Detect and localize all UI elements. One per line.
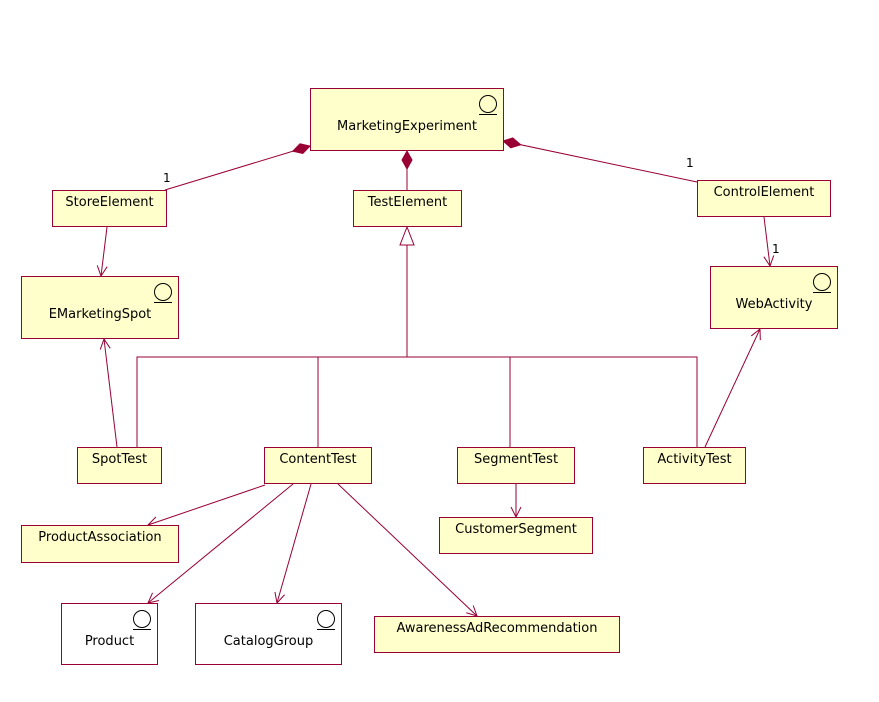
class-name: ProductAssociation: [38, 530, 162, 545]
multiplicity-store-element: 1: [163, 171, 171, 185]
class-web-activity[interactable]: WebActivity: [710, 266, 838, 329]
entity-icon: [813, 273, 831, 293]
class-segment-test[interactable]: SegmentTest: [457, 447, 575, 484]
entity-icon: [154, 283, 172, 303]
class-product[interactable]: Product: [61, 603, 158, 665]
entity-icon: [317, 610, 335, 630]
class-product-association[interactable]: ProductAssociation: [21, 525, 179, 563]
class-name: CatalogGroup: [223, 634, 314, 649]
class-marketing-experiment[interactable]: MarketingExperiment: [310, 88, 504, 151]
entity-icon: [479, 95, 497, 115]
class-control-element[interactable]: ControlElement: [697, 180, 831, 217]
class-name: ControlElement: [713, 185, 815, 200]
class-name: ActivityTest: [657, 452, 732, 467]
assoc-control-to-webactivity: [764, 216, 770, 266]
class-store-element[interactable]: StoreElement: [52, 190, 167, 227]
assoc-contenttest-to-productassociation: [148, 484, 266, 525]
class-test-element[interactable]: TestElement: [353, 190, 462, 227]
class-name: EMarketingSpot: [48, 307, 152, 322]
assoc-spottest-to-spot: [104, 339, 118, 448]
class-content-test[interactable]: ContentTest: [264, 447, 372, 484]
assoc-activitytest-to-webactivity: [704, 329, 760, 448]
assoc-contenttest-to-awareness: [337, 483, 477, 616]
entity-icon: [133, 610, 151, 630]
class-emarketing-spot[interactable]: EMarketingSpot: [21, 276, 179, 339]
multiplicity-control-element: 1: [686, 156, 694, 170]
assoc-contenttest-to-cataloggroup: [277, 483, 312, 603]
class-name: SegmentTest: [473, 452, 559, 467]
class-catalog-group[interactable]: CatalogGroup: [195, 603, 342, 665]
composition-control-element: [503, 141, 698, 183]
class-name: TestElement: [367, 195, 448, 210]
generalization-tree: [136, 225, 698, 447]
class-customer-segment[interactable]: CustomerSegment: [439, 517, 593, 554]
class-name: Product: [84, 634, 135, 649]
class-name: AwarenessAdRecommendation: [396, 621, 598, 636]
multiplicity-web-activity: 1: [772, 242, 780, 256]
assoc-contenttest-to-product: [148, 483, 294, 603]
class-name: CustomerSegment: [455, 522, 577, 537]
class-name: MarketingExperiment: [337, 119, 477, 134]
class-name: SpotTest: [91, 452, 148, 467]
composition-store-element: [164, 146, 310, 191]
assoc-store-to-spot: [101, 226, 107, 276]
class-spot-test[interactable]: SpotTest: [77, 447, 162, 484]
class-name: StoreElement: [65, 195, 154, 210]
class-name: ContentTest: [279, 452, 357, 467]
class-activity-test[interactable]: ActivityTest: [643, 447, 746, 484]
class-name: WebActivity: [735, 297, 813, 312]
class-awareness-ad-recommendation[interactable]: AwarenessAdRecommendation: [374, 616, 620, 653]
